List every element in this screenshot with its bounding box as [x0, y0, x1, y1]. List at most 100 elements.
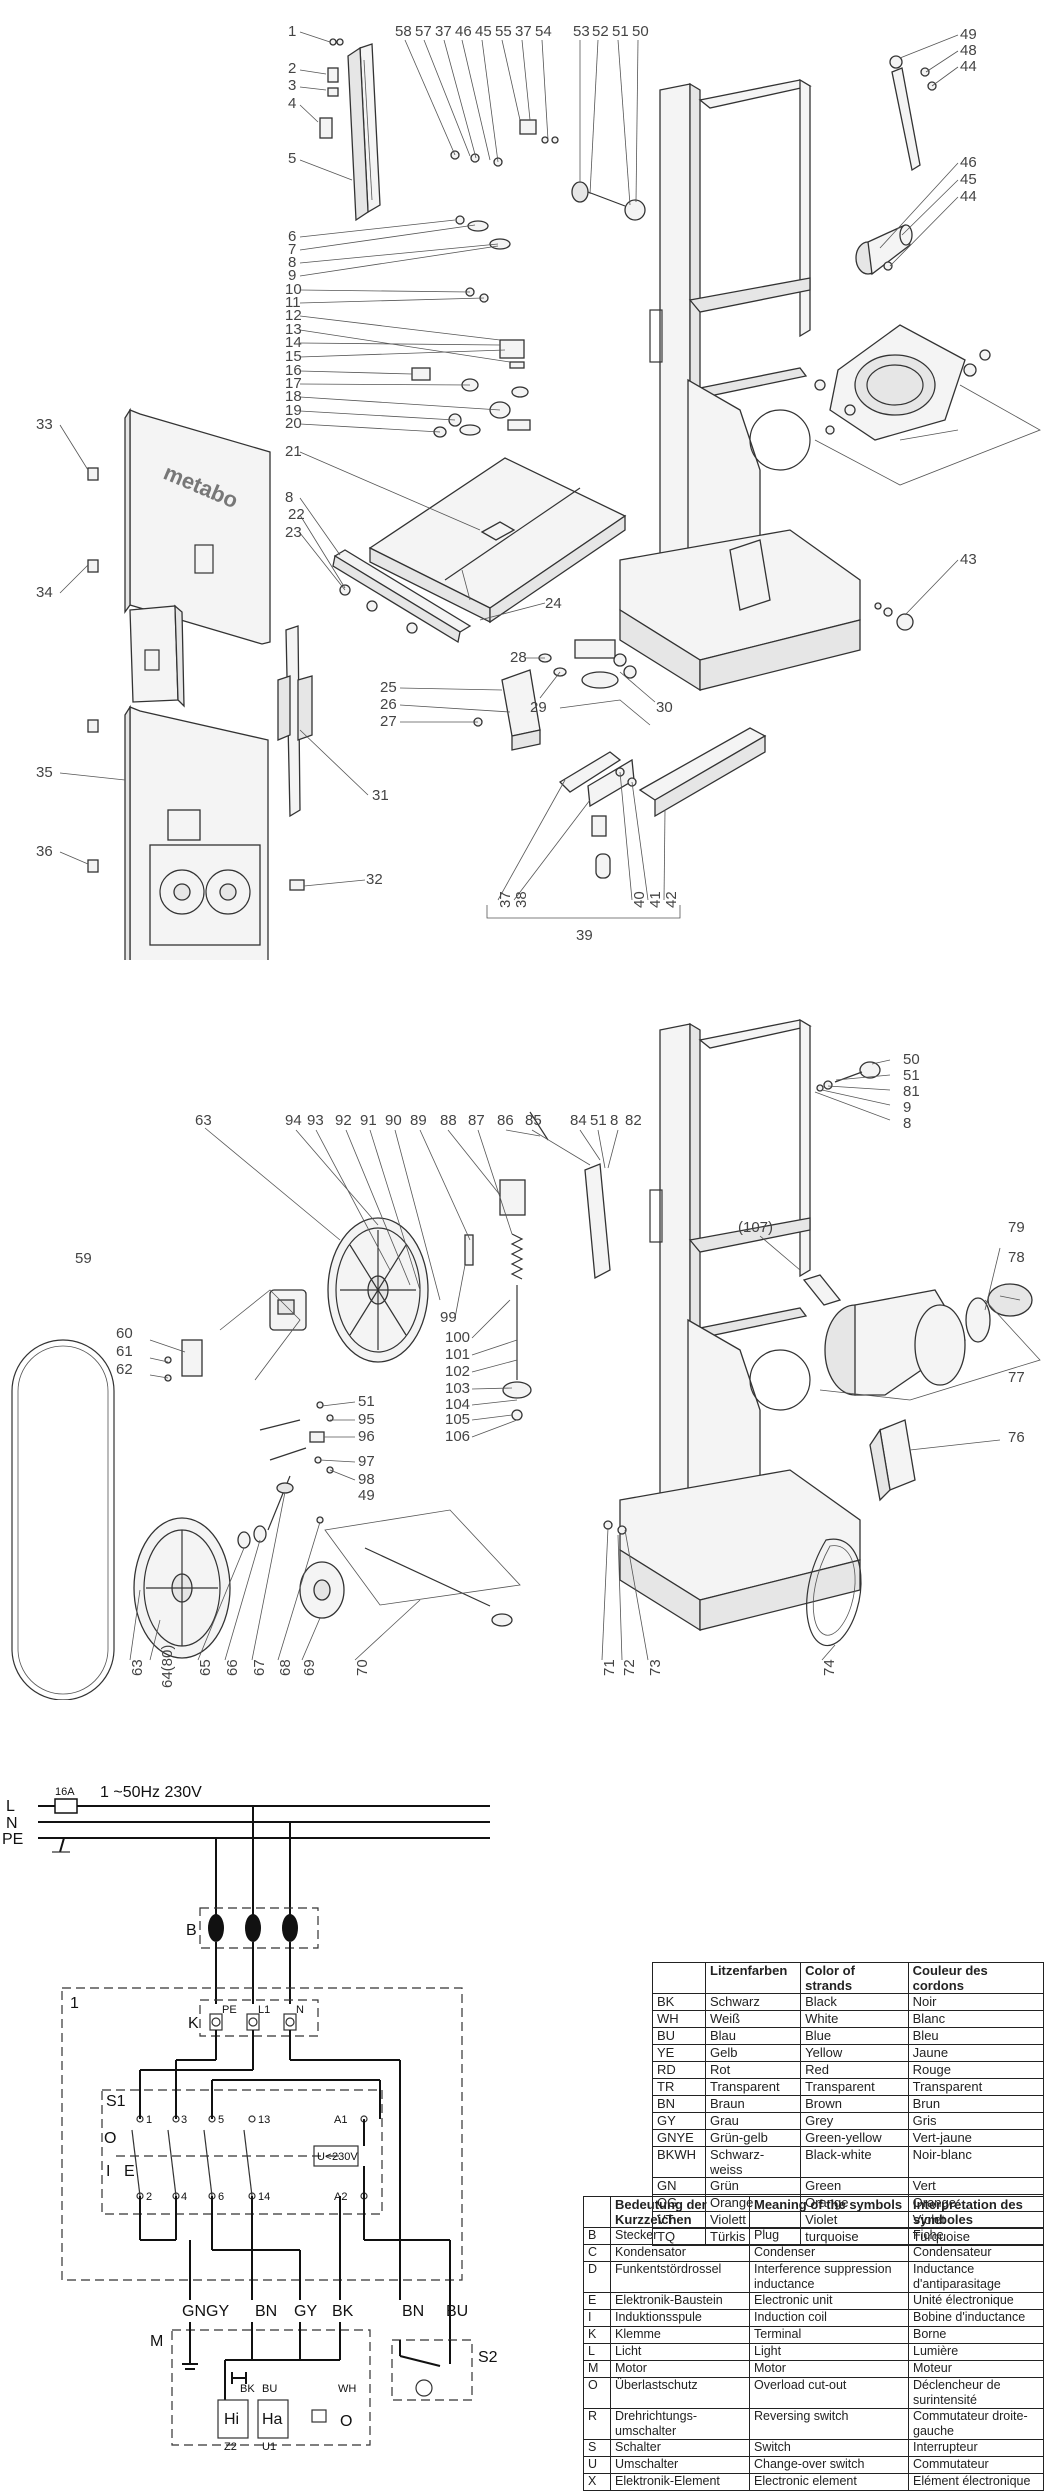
plug-b — [199, 1907, 319, 1949]
part-label: 27 — [380, 713, 397, 730]
pulley — [299, 1561, 345, 1619]
part-label: 85 — [525, 1112, 542, 1129]
latch-32 — [87, 467, 99, 481]
part-label: 70 — [354, 1659, 371, 1676]
table-cell: Black-white — [800, 2146, 909, 2178]
table-cell: RD — [652, 2061, 706, 2079]
switch-contacts — [131, 2115, 256, 2200]
part-label: 63 — [195, 1112, 212, 1129]
part-label: 4 — [288, 95, 296, 112]
group-bracket-38 — [486, 905, 681, 919]
table-header-cell — [583, 2196, 611, 2228]
part-label: 79 — [1008, 1219, 1025, 1236]
part-label: BK — [240, 2383, 255, 2395]
part-label: 98 — [358, 1471, 375, 1488]
undervoltage-coil — [313, 2145, 359, 2167]
part-label: 14 — [258, 2191, 270, 2203]
part-label: 52 — [592, 23, 609, 40]
part-label: Hi — [224, 2411, 239, 2428]
part-label: 3 — [181, 2114, 187, 2126]
part-label: 26 — [380, 696, 397, 713]
part-label: 25 — [380, 679, 397, 696]
group-bracket-29 — [559, 699, 651, 726]
upper-wheel — [327, 1217, 429, 1363]
part-label: 105 — [445, 1411, 470, 1428]
table-cell: Unité électronique — [908, 2292, 1044, 2310]
table-cell: Funkentstördrossel — [610, 2261, 750, 2293]
part-label: 29 — [530, 699, 547, 716]
table-cell: Brun — [907, 2095, 1045, 2113]
tension-spring — [502, 1233, 532, 1421]
part-labels-top: 1 2 3 4 5 58 57 37 46 45 55 37 54 53 52 … — [36, 23, 977, 944]
part-label: 8 — [288, 254, 296, 271]
table-cell: D — [583, 2261, 611, 2293]
main-frame-bottom — [619, 1018, 861, 1632]
symbol-meaning-table: Bedeutung der Kurzzeichen Meaning of the… — [583, 2196, 1044, 2491]
table-cell: O — [583, 2377, 611, 2409]
part-label: L — [6, 1798, 15, 1815]
lower-wheel — [133, 1517, 231, 1659]
table-cell: Rot — [704, 2061, 802, 2079]
table-cell: Induktionsspule — [610, 2309, 750, 2327]
table-cell: BU — [652, 2027, 706, 2045]
table-cell: K — [583, 2326, 611, 2344]
table-cell: Vert — [907, 2177, 1045, 2195]
part-label: 76 — [1008, 1429, 1025, 1446]
part-label: 37 — [497, 891, 514, 908]
part-label: 102 — [445, 1363, 470, 1380]
table-header-cell: Interprétation des symboles — [908, 2196, 1044, 2228]
part-label: 8 — [285, 489, 293, 506]
part-label: 14 — [285, 334, 302, 351]
part-label: 96 — [358, 1428, 375, 1445]
part-label: 45 — [475, 23, 492, 40]
part-label: K — [188, 2015, 199, 2032]
table-cell: Yellow — [800, 2044, 909, 2062]
table-cell: TR — [652, 2078, 706, 2096]
upper-door: metabo — [124, 407, 271, 645]
switch-s1 — [101, 2089, 383, 2215]
part-label: 92 — [335, 1112, 352, 1129]
table-cell: Licht — [610, 2343, 750, 2361]
table-cell: Transparent — [800, 2078, 909, 2096]
part-label: 51 — [903, 1067, 920, 1084]
leader-lines-top — [59, 31, 959, 901]
part-label: 50 — [632, 23, 649, 40]
exploded-view-bottom: 50 51 81 9 8 63 94 93 92 91 90 89 88 87 … — [11, 1018, 1041, 1700]
table-cell: X — [583, 2473, 611, 2491]
part-label: 73 — [647, 1659, 664, 1676]
table-cell: Grün — [704, 2177, 802, 2195]
part-label: 81 — [903, 1083, 920, 1100]
drive-belt — [806, 1538, 862, 1647]
table-header-cell: Couleur des cordons — [907, 1962, 1045, 1994]
table-cell: GN — [652, 2177, 706, 2195]
part-label: 59 — [75, 1250, 92, 1267]
upper-small-parts — [816, 1061, 881, 1092]
part-labels-bottom: 50 51 81 9 8 63 94 93 92 91 90 89 88 87 … — [75, 1051, 1025, 1688]
table-cell: M — [583, 2360, 611, 2378]
part-label: 87 — [468, 1112, 485, 1129]
table-cell: Condenser — [749, 2244, 909, 2262]
part-label: 39 — [576, 927, 593, 944]
part-label: BU — [446, 2303, 468, 2320]
upper-wheel-assembly — [814, 324, 991, 441]
table-cell: Elément électronique — [908, 2473, 1044, 2491]
table-cell: Drehrichtungs-umschalter — [610, 2408, 750, 2440]
table-cell: GNYE — [652, 2129, 706, 2147]
saw-table — [368, 457, 627, 624]
part-label: I — [106, 2163, 110, 2180]
table-cell: L — [583, 2343, 611, 2361]
part-label: 13 — [285, 321, 302, 338]
part-label: 7 — [288, 241, 296, 258]
part-label: 21 — [285, 443, 302, 460]
part-label: 30 — [656, 699, 673, 716]
part-label: 12 — [285, 307, 302, 324]
lower-door — [124, 704, 269, 960]
